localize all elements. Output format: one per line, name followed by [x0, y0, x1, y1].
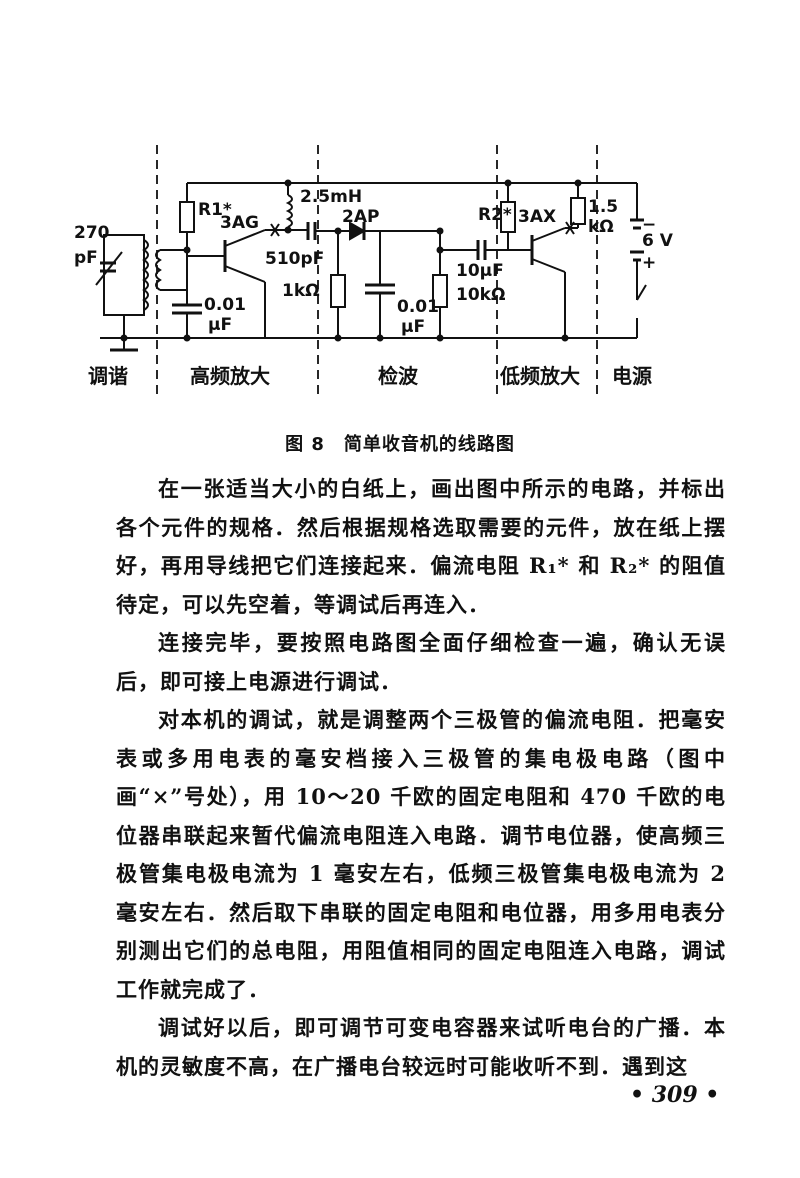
transistor-3ag	[187, 229, 288, 338]
label-pf: pF	[74, 248, 98, 268]
body-text: 在一张适当大小的白纸上，画出图中所示的电路，并标出各个元件的规格．然后根据规格选…	[116, 470, 726, 1086]
transistor-3ax	[522, 227, 578, 338]
label-volt: 6 V	[642, 231, 674, 251]
section-labels: 调谐 高频放大 检波 低频放大 电源	[88, 364, 652, 388]
power-supply	[630, 218, 647, 301]
label-c001a-1: 0.01	[204, 295, 246, 315]
section-af-amp: 低频放大	[499, 364, 580, 388]
paragraph: 调试好以后，即可调节可变电容器来试听电台的广播．本机的灵敏度不高，在广播电台较远…	[116, 1015, 726, 1079]
label-c001b-1: 0.01	[397, 297, 439, 317]
label-r2: R2*	[478, 205, 512, 225]
label-3ag: 3AG	[220, 213, 259, 233]
section-detector: 检波	[378, 364, 419, 388]
label-r10k: 10kΩ	[456, 285, 505, 305]
figure-caption: 图 8 简单收音机的线路图	[285, 434, 515, 455]
label-coil: 2.5mH	[300, 187, 362, 207]
paragraph: 对本机的调试，就是调整两个三极管的偏流电阻．把毫安表或多用电表的毫安档接入三极管…	[116, 707, 726, 1002]
label-r15-2: kΩ	[588, 217, 614, 237]
label-r15-1: 1.5	[588, 197, 618, 217]
label-cap270: 270	[74, 223, 110, 243]
label-r1: R1*	[198, 200, 232, 220]
page-number: • 309 •	[630, 1082, 720, 1108]
component-labels: 270 pF R1* 3AG 0.01 μF 2.5mH 510pF 1kΩ 2…	[74, 187, 674, 337]
tuning-circuit	[95, 234, 187, 352]
label-3ax: 3AX	[518, 207, 556, 227]
circuit-diagram: 270 pF R1* 3AG 0.01 μF 2.5mH 510pF 1kΩ 2…	[74, 145, 674, 398]
label-diode: 2AP	[342, 207, 379, 227]
label-c510: 510pF	[265, 249, 324, 269]
paragraph: 在一张适当大小的白纸上，画出图中所示的电路，并标出各个元件的规格．然后根据规格选…	[116, 476, 726, 617]
paragraph: 连接完毕，要按照电路图全面仔细检查一遍，确认无误后，即可接上电源进行调试．	[116, 630, 726, 694]
label-plus: +	[642, 253, 656, 273]
label-c10: 10μF	[456, 261, 504, 281]
section-rf-amp: 高频放大	[190, 364, 270, 388]
label-c001b-2: μF	[401, 317, 425, 337]
label-c001a-2: μF	[208, 315, 232, 335]
label-r1k: 1kΩ	[282, 281, 320, 301]
label-minus: −	[642, 215, 656, 235]
section-tuning: 调谐	[88, 364, 128, 388]
section-power: 电源	[612, 364, 652, 388]
